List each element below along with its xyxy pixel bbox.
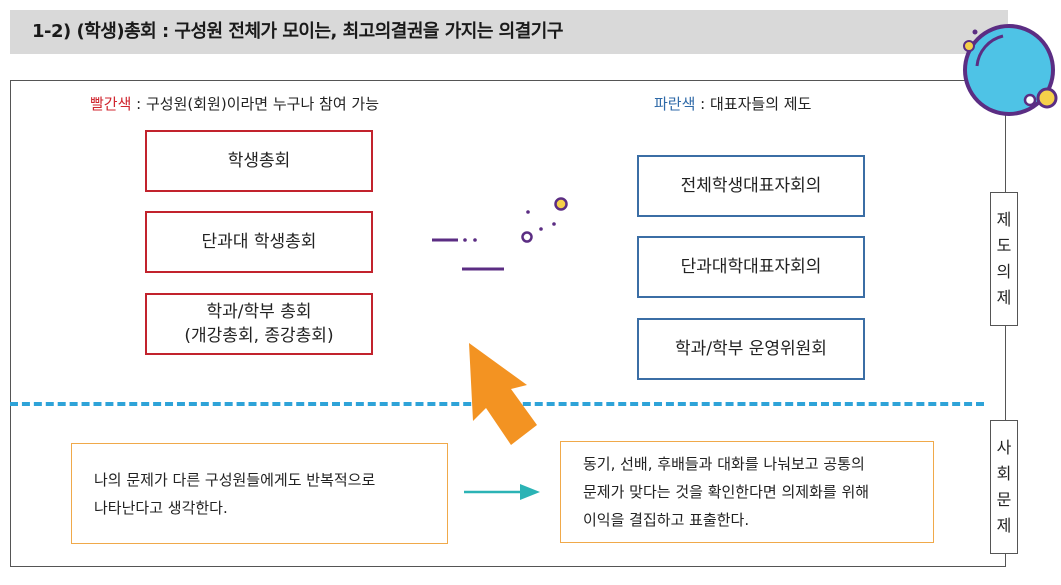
department-assembly-box: 학과/학부 총회 (개강총회, 종강총회) [145, 293, 373, 355]
department-committee-label: 학과/학부 운영위원회 [675, 339, 827, 359]
right-legend-key: 파란색 [654, 95, 696, 113]
institution-char: 의 [996, 262, 1012, 281]
teal-right-arrow-icon [464, 484, 540, 500]
right-legend-text: : 대표자들의 제도 [695, 95, 812, 113]
collective-action-line: 문제가 맞다는 것을 확인한다면 의제화를 위해 [583, 483, 870, 501]
general-assembly-label: 학생총회 [227, 151, 291, 171]
personal-issue-line: 나타난다고 생각한다. [94, 498, 228, 517]
student-rep-council-box: 전체학생대표자회의 [637, 155, 865, 217]
department-assembly-sublabel: (개강총회, 종강총회) [184, 326, 334, 346]
header-bar [10, 10, 1008, 54]
decorative-dots-icon [432, 197, 568, 271]
right-legend: 파란색 : 대표자들의 제도 [654, 93, 811, 114]
personal-issue-line: 나의 문제가 다른 구성원들에게도 반복적으로 [94, 470, 376, 489]
collective-action-line: 동기, 선배, 후배들과 대화를 나눠보고 공통의 [583, 455, 865, 473]
left-legend-key: 빨간색 [90, 95, 132, 113]
college-assembly-label: 단과대 학생총회 [201, 232, 317, 252]
college-rep-council-box: 단과대학대표자회의 [637, 236, 865, 298]
society-char: 회 [996, 464, 1012, 483]
page-title: 1-2) (학생)총회 : 구성원 전체가 모이는, 최고의결권을 가지는 의결… [32, 21, 563, 42]
institution-issue-label: 제 도 의 제 [990, 192, 1018, 326]
college-rep-council-label: 단과대학대표자회의 [680, 257, 822, 277]
student-rep-council-label: 전체학생대표자회의 [680, 176, 822, 196]
institution-char: 제 [996, 288, 1012, 307]
collective-action-line: 이익을 결집하고 표출한다. [583, 511, 750, 529]
social-issue-label: 사 회 문 제 [990, 420, 1018, 554]
society-char: 문 [996, 490, 1012, 509]
department-assembly-label: 학과/학부 총회 [206, 302, 312, 322]
orange-up-arrow-icon [469, 343, 537, 445]
college-assembly-box: 단과대 학생총회 [145, 211, 373, 273]
institution-char: 제 [996, 210, 1012, 229]
personal-issue-box: 나의 문제가 다른 구성원들에게도 반복적으로 나타난다고 생각한다. [71, 443, 448, 544]
general-assembly-box: 학생총회 [145, 130, 373, 192]
department-committee-box: 학과/학부 운영위원회 [637, 318, 865, 380]
society-char: 사 [996, 438, 1012, 457]
decorative-circle-icon [963, 24, 1058, 116]
institution-char: 도 [996, 236, 1012, 255]
society-char: 제 [996, 516, 1012, 535]
left-legend: 빨간색 : 구성원(회원)이라면 누구나 참여 가능 [90, 93, 379, 114]
left-legend-text: : 구성원(회원)이라면 누구나 참여 가능 [131, 95, 380, 113]
collective-action-box: 동기, 선배, 후배들과 대화를 나눠보고 공통의 문제가 맞다는 것을 확인한… [560, 441, 934, 543]
